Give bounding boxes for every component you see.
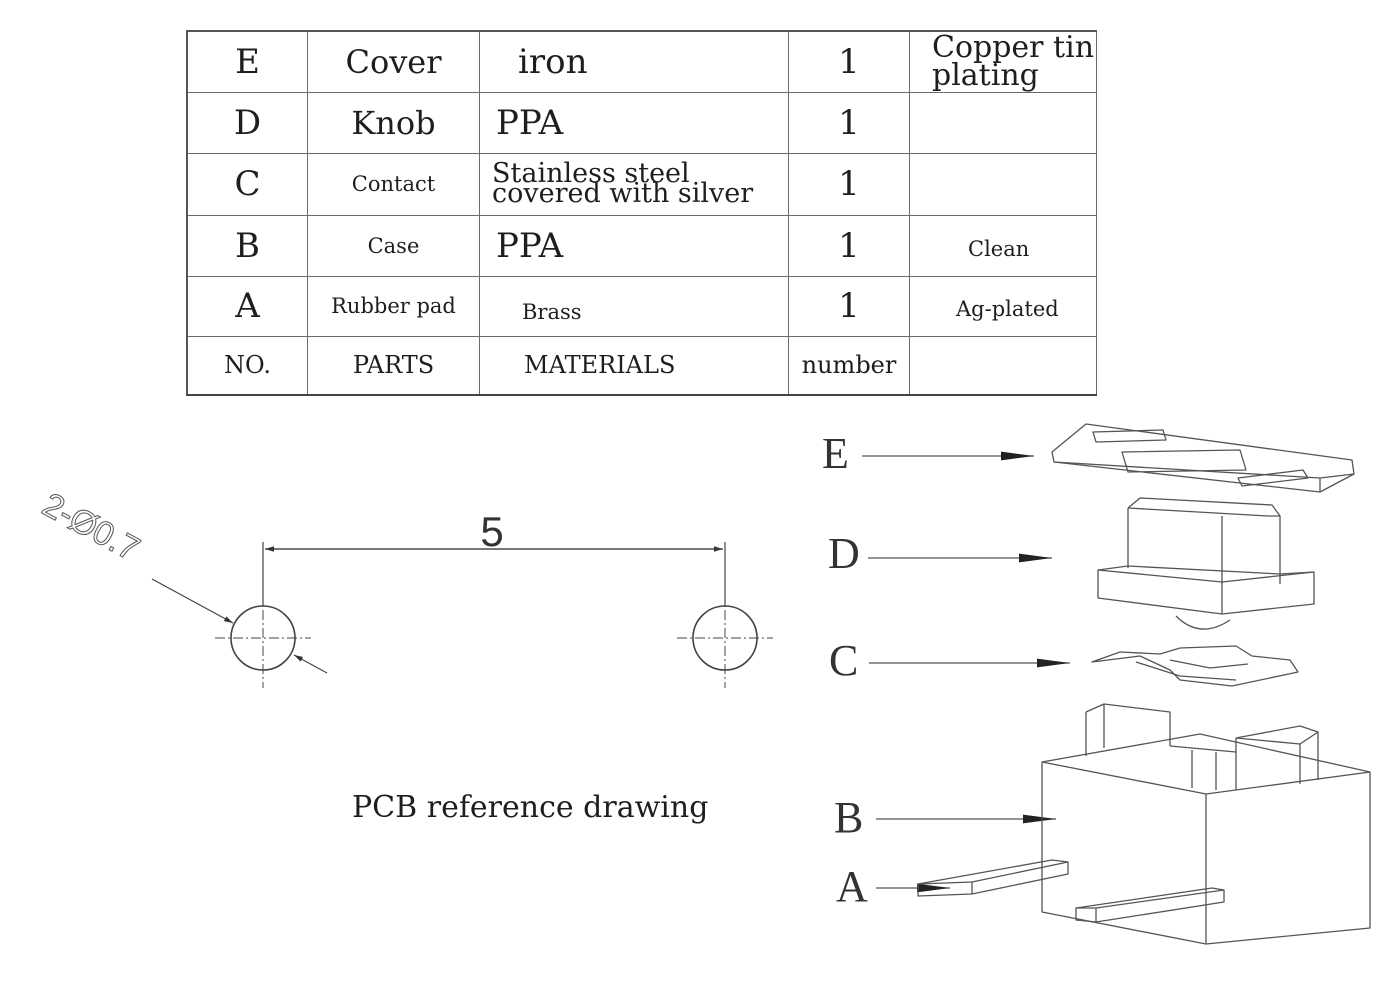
pcb-reference-drawing <box>151 542 773 688</box>
bom-row-d: D Knob PPA 1 <box>186 91 1097 154</box>
part-name: Cover <box>307 30 480 93</box>
part-material: Brass <box>522 300 582 324</box>
pins-part-a <box>917 859 1225 923</box>
part-name: Rubber pad <box>307 275 480 337</box>
part-material: PPA <box>496 225 564 266</box>
exploded-label-c: C <box>829 636 858 685</box>
part-material: iron <box>518 41 588 82</box>
part-remark: Clean <box>968 236 1030 261</box>
part-number: 1 <box>788 152 910 216</box>
bom-table: E Cover iron 1 Copper tin plating D Knob… <box>186 30 1097 396</box>
diameter-leader <box>293 654 328 674</box>
header-materials: MATERIALS <box>524 351 676 380</box>
spacing-dimension: 5 <box>480 508 503 555</box>
hole-diameter-label: 2-Ø0.7 <box>36 486 145 569</box>
header-remark <box>909 335 1097 396</box>
knob-part-d <box>1097 497 1315 630</box>
part-name: Knob <box>307 91 480 154</box>
part-material: Stainless steel covered with silver <box>492 158 754 209</box>
part-name: Case <box>307 214 480 277</box>
exploded-label-e: E <box>822 429 849 478</box>
part-no: E <box>186 30 308 93</box>
exploded-label-d: D <box>828 529 860 578</box>
case-part-b <box>1041 703 1371 945</box>
part-material: PPA <box>496 102 564 143</box>
diameter-leader <box>151 578 234 624</box>
header-parts: PARTS <box>307 335 480 396</box>
contact-part-c <box>1091 645 1299 687</box>
part-remark <box>909 91 1097 154</box>
cover-part-e <box>1051 423 1355 493</box>
part-name: Contact <box>307 152 480 216</box>
part-remark: Ag-plated <box>956 297 1059 321</box>
part-remark <box>909 152 1097 216</box>
bom-row-b: B Case PPA 1 Clean <box>186 214 1097 277</box>
part-number: 1 <box>788 275 910 337</box>
bom-row-c: C Contact Stainless steel covered with s… <box>186 152 1097 216</box>
part-remark: Copper tin plating <box>932 31 1095 92</box>
pcb-drawing-caption: PCB reference drawing <box>352 790 709 825</box>
header-no: NO. <box>186 335 308 396</box>
part-no: C <box>186 152 308 216</box>
part-no: B <box>186 214 308 277</box>
exploded-label-b: B <box>834 793 863 842</box>
exploded-label-a: A <box>836 862 868 911</box>
bom-header-row: NO. PARTS MATERIALS number <box>186 335 1097 396</box>
header-number: number <box>788 335 910 396</box>
part-number: 1 <box>788 214 910 277</box>
